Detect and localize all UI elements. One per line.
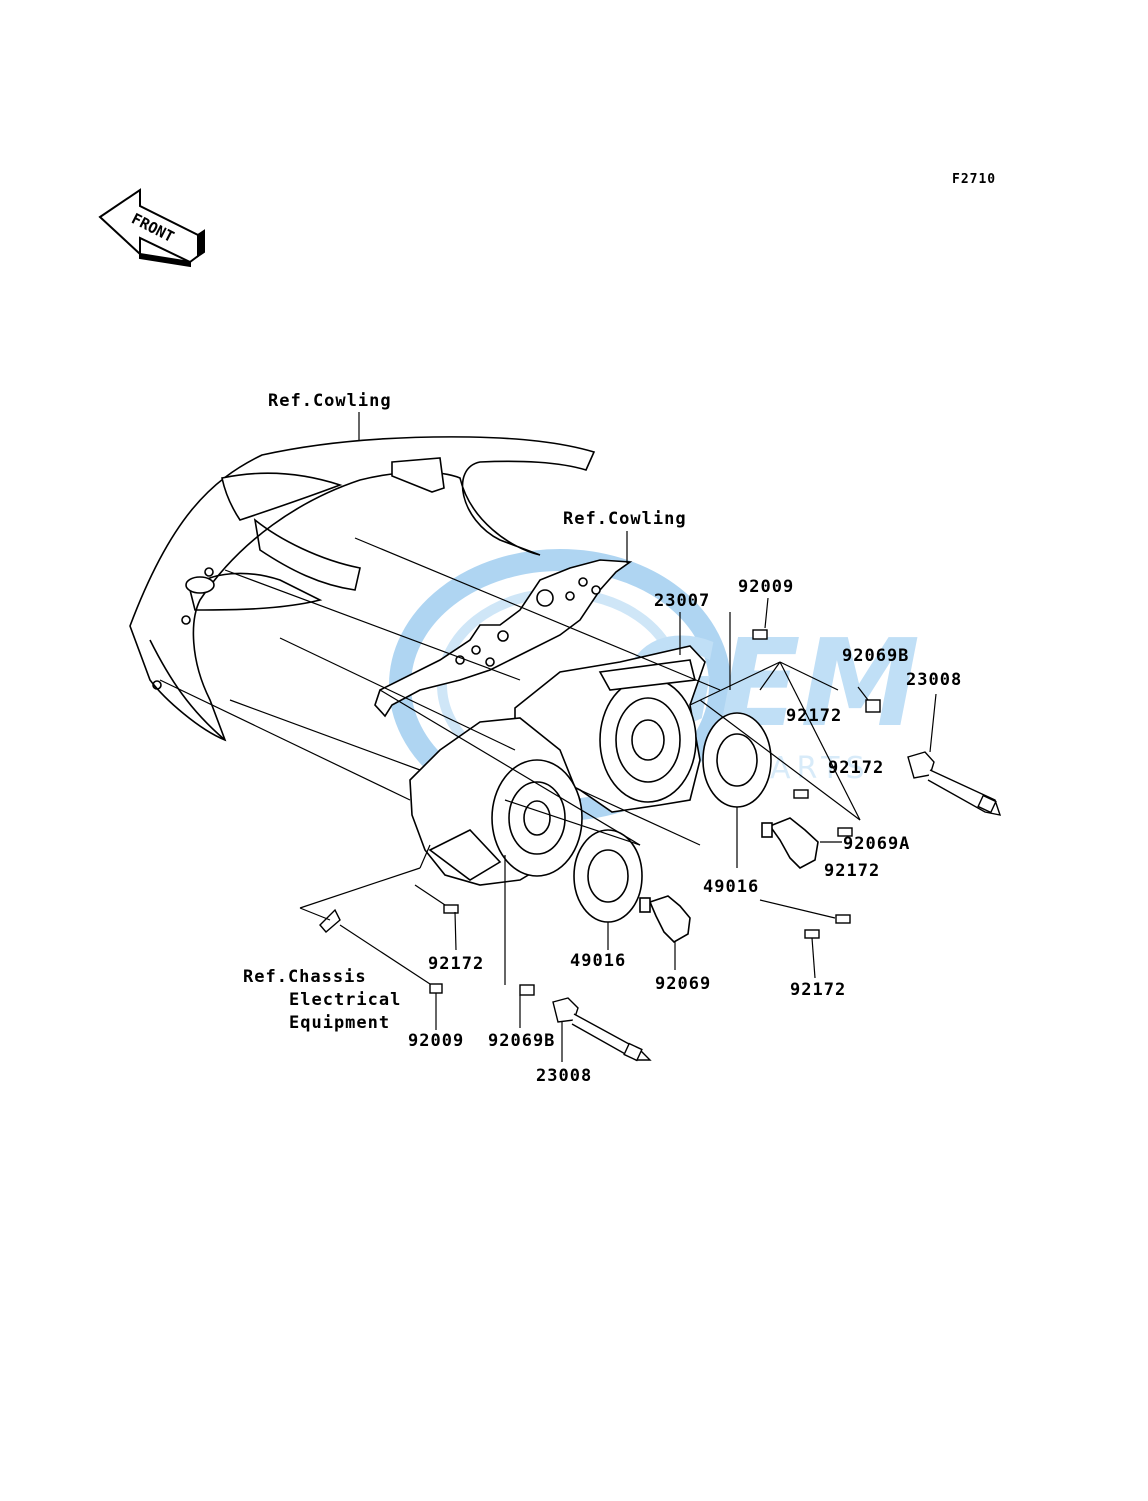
label-ref-chassis-line1: Ref.Chassis [243,967,367,987]
leader-lines [159,412,937,1062]
label-92172-b: 92172 [828,758,885,778]
mid-cowling-bracket [374,559,633,718]
bulb-92069a [761,817,819,869]
label-ref-chassis-line2: Electrical [289,990,402,1010]
label-92172-c: 92172 [824,861,881,881]
label-92172-e: 92172 [790,980,847,1000]
lens-49016-left [573,829,643,923]
figure-code: F2710 [952,172,997,187]
label-92009-top: 92009 [738,577,795,597]
label-92069b-bottom: 92069B [488,1031,556,1051]
socket-23008-bottom [552,997,652,1062]
socket-23008-right [907,751,1002,816]
upper-cowling [129,436,596,742]
label-92172-a: 92172 [786,706,843,726]
label-49016-left: 49016 [570,951,627,971]
front-headlight-housing [409,717,583,886]
label-92069a: 92069A [843,834,911,854]
front-arrow-icon: FRONT [98,188,205,268]
label-92069b-right: 92069B [842,646,910,666]
label-ref-cowling-top: Ref.Cowling [268,391,392,411]
label-92172-d: 92172 [428,954,485,974]
label-92069: 92069 [655,974,712,994]
label-23008-bottom: 23008 [536,1066,593,1086]
label-23008-right: 23008 [906,670,963,690]
bulb-92069 [639,895,691,943]
label-ref-chassis-line3: Equipment [289,1013,391,1033]
label-92009-bottom: 92009 [408,1031,465,1051]
label-23007: 23007 [654,591,711,611]
label-ref-cowling-mid: Ref.Cowling [563,509,687,529]
small-fasteners [319,629,881,996]
lens-49016-right [702,712,772,808]
label-49016-right: 49016 [703,877,760,897]
